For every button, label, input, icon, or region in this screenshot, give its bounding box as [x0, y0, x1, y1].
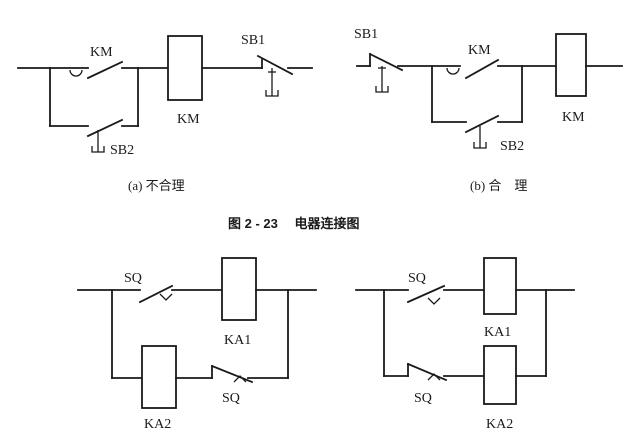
sb2-label: SB2 [500, 139, 524, 154]
sq-top-actuator [159, 293, 173, 301]
caption-a: (a) 不合理 [128, 178, 185, 193]
km-contact-arc [446, 67, 460, 75]
ka2-label: KA2 [486, 417, 513, 432]
ka1-coil [483, 257, 517, 315]
ka2-label: KA2 [144, 417, 171, 432]
km-contact-label: KM [468, 43, 491, 58]
km-contact-blade [86, 60, 124, 80]
sq-bottom-contact-blade [406, 362, 448, 382]
sq-top-actuator [427, 297, 441, 305]
sb2-button-icon [473, 126, 487, 149]
sb1-contact-blade [368, 52, 404, 72]
sb1-label: SB1 [354, 27, 378, 42]
figure-caption: 图 2 - 23 电器连接图 [228, 216, 359, 231]
ka2-coil [483, 345, 517, 405]
km-coil-label: KM [177, 112, 200, 127]
ka1-label: KA1 [224, 333, 251, 348]
circuit-d: SQ KA1 KA2 SQ [355, 257, 575, 432]
sq-bottom-actuator [233, 375, 247, 383]
km-coil-label: KM [562, 110, 585, 125]
km-coil [167, 35, 203, 101]
sq-bottom-label: SQ [414, 391, 432, 406]
sq-top-contact-blade [138, 284, 174, 304]
caption-b: (b) 合 理 [470, 178, 527, 193]
sb1-contact-blade [256, 54, 294, 76]
km-contact-arc [69, 69, 83, 77]
ka1-label: KA1 [484, 325, 511, 340]
sb2-label: SB2 [110, 143, 134, 158]
sq-bottom-actuator [427, 373, 441, 381]
sb2-button-icon [91, 130, 105, 153]
sq-bottom-label: SQ [222, 391, 240, 406]
sb1-button-icon [375, 66, 389, 93]
km-coil [555, 33, 587, 97]
km-contact-blade [464, 58, 500, 80]
sb1-button-icon [265, 68, 279, 97]
sq-bottom-contact-blade [210, 364, 254, 384]
ka2-coil [141, 345, 177, 409]
ka1-coil [221, 257, 257, 321]
sb1-label: SB1 [241, 33, 265, 48]
sq-top-label: SQ [124, 271, 142, 286]
sb2-contact-blade [464, 114, 500, 134]
circuit-c: SQ KA1 KA2 SQ [77, 257, 317, 432]
circuit-b: SB1 KM KM SB2 (b) 合 理 [354, 27, 623, 193]
circuit-a: KM KM SB1 SB2 (a) 不合理 [17, 33, 313, 193]
sq-top-label: SQ [408, 271, 426, 286]
km-contact-label: KM [90, 45, 113, 60]
sq-top-contact-blade [406, 284, 446, 304]
sb2-contact-blade [86, 118, 124, 138]
